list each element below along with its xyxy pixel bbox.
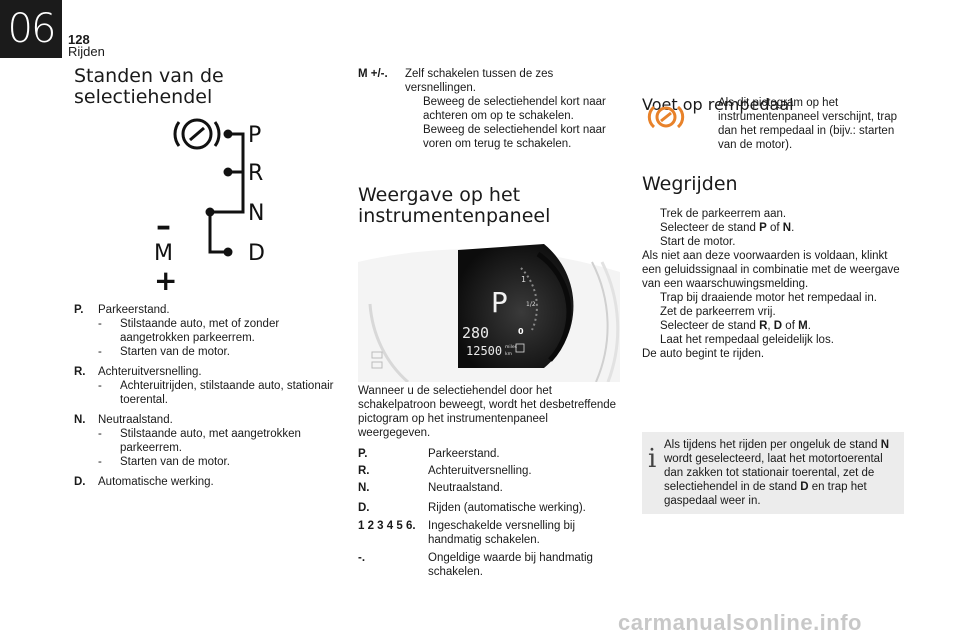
brake-pedal-instruction: Als dit pictogram op het instrumentenpan… <box>718 97 897 151</box>
svg-text:1: 1 <box>521 275 526 284</box>
info-icon: i <box>648 444 657 474</box>
step-note: Als niet aan deze voorwaarden is voldaan… <box>642 250 900 290</box>
lever-n-label: N <box>248 201 264 226</box>
svg-text:1/2: 1/2 <box>526 301 536 308</box>
step-4: Trap bij draaiende motor het rempedaal i… <box>660 292 877 304</box>
speed-readout: 280 <box>462 324 489 342</box>
lever-d-label: D <box>248 241 265 266</box>
gear-indicator: P <box>491 286 508 319</box>
svg-text:km: km <box>505 351 512 357</box>
lever-plus-label: + <box>154 264 177 297</box>
chapter-number: 06 <box>0 0 62 58</box>
section-name: Rijden <box>68 44 105 59</box>
step-3: Start de motor. <box>660 236 736 248</box>
brake-pedal-icon <box>173 118 221 150</box>
gear-lever-diagram: P R N D M – + <box>154 118 265 297</box>
drive-off-steps: Trek de parkeerrem aan. Selecteer de sta… <box>642 207 904 361</box>
cluster-legend: P.Parkeerstand. R.Achteruitversnelling. … <box>358 448 593 578</box>
svg-text:miles: miles <box>505 344 518 350</box>
instrument-cluster-image: 1 1/2 0 P 280 12500 miles km <box>358 244 620 382</box>
drive-off-heading: Wegrijden <box>642 173 738 195</box>
brake-pedal-warning-icon <box>647 105 685 129</box>
info-box: i Als tijdens het rijden per ongeluk de … <box>642 432 904 514</box>
step-6: Selecteer de stand R, D of M. <box>660 320 811 332</box>
step-2: Selecteer de stand P of N. <box>660 222 795 234</box>
page-number: 128 <box>68 32 90 47</box>
odometer-readout: 12500 <box>466 344 502 358</box>
step-5: Zet de parkeerrem vrij. <box>660 306 776 318</box>
lever-p-label: P <box>248 123 261 148</box>
svg-text:0: 0 <box>518 327 524 336</box>
step-1: Trek de parkeerrem aan. <box>660 208 787 220</box>
manual-mode-block: M +/-. Zelf schakelen tussen de zes vers… <box>358 68 606 150</box>
cluster-intro: Wanneer u de selectiehendel door het sch… <box>358 385 617 439</box>
lever-m-label: M <box>154 241 173 266</box>
entry-p: P. Parkeerstand. -Stilstaande auto, met … <box>74 304 280 358</box>
watermark: carmanualsonline.info <box>618 610 862 635</box>
lever-r-label: R <box>248 161 263 186</box>
lever-minus-label: – <box>156 209 171 244</box>
info-text: Als tijdens het rijden per ongeluk de st… <box>664 439 890 507</box>
lever-position-list: P. Parkeerstand. -Stilstaande auto, met … <box>74 303 336 489</box>
entry-r: R. Achteruitversnelling. -Achteruitrijde… <box>74 366 334 406</box>
entry-d: D. Automatische werking. <box>74 476 214 488</box>
step-result: De auto begint te rijden. <box>642 348 765 360</box>
entry-n: N. Neutraalstand. -Stilstaande auto, met… <box>74 414 301 468</box>
step-7: Laat het rempedaal geleidelijk los. <box>660 334 834 346</box>
